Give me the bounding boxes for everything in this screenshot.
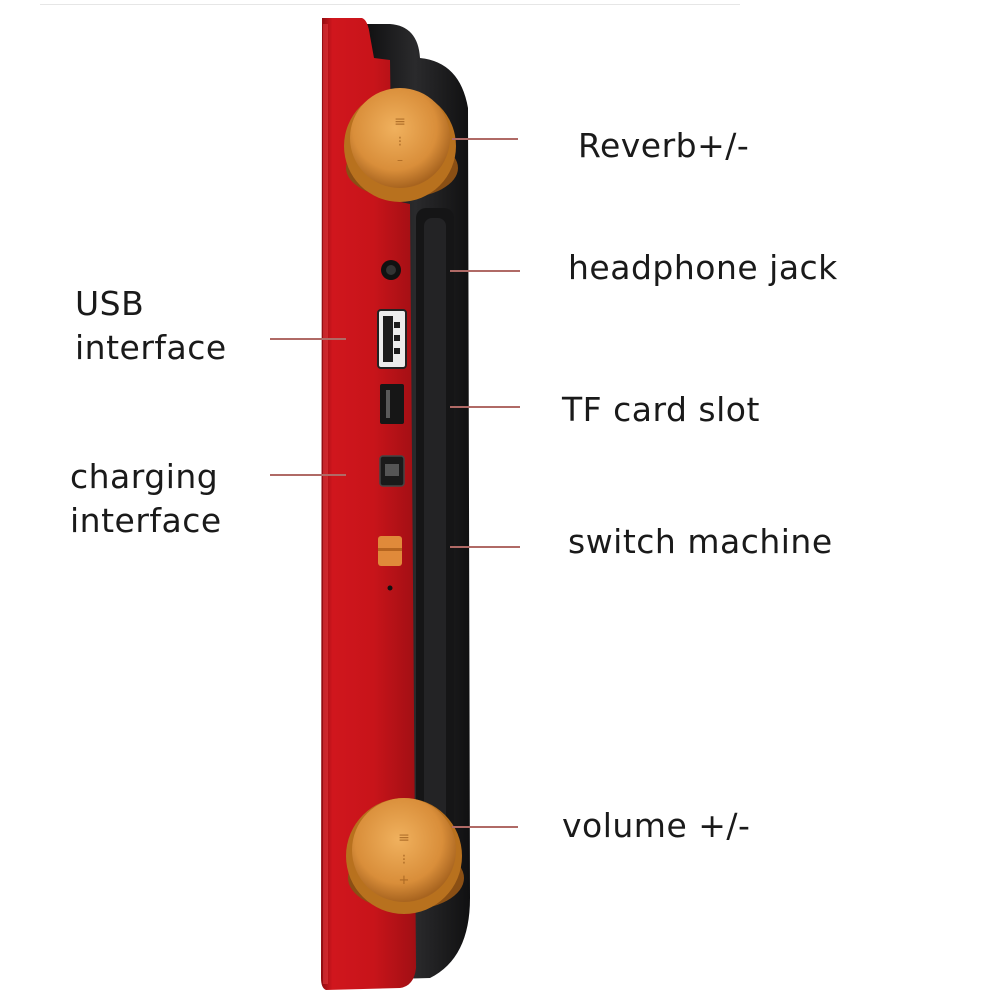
reverb-knob-icon: ≡ ⁝ – <box>344 88 458 202</box>
power-switch-icon <box>378 536 402 591</box>
top-divider <box>40 4 740 5</box>
leader-reverb <box>452 138 518 140</box>
usb-port-icon <box>377 309 407 369</box>
speaker-illustration: ≡ ⁝ – <box>321 18 470 990</box>
tf-slot-icon <box>380 384 404 424</box>
mini-usb-port-icon <box>379 455 405 487</box>
leader-usb <box>270 338 346 340</box>
svg-text:⁝: ⁝ <box>398 134 402 150</box>
label-charging-interface: charging interface <box>70 457 222 540</box>
leader-headphone <box>450 270 520 272</box>
label-switch-machine: switch machine <box>568 522 833 561</box>
label-reverb: Reverb+/- <box>578 126 750 165</box>
leader-volume <box>452 826 518 828</box>
leader-switch <box>450 546 520 548</box>
headphone-jack-icon <box>381 260 401 280</box>
svg-text:≡: ≡ <box>398 830 410 846</box>
leader-charging <box>270 474 346 476</box>
label-usb-interface: USB interface <box>75 284 227 367</box>
leader-tf <box>450 406 520 408</box>
label-tf-card-slot: TF card slot <box>562 390 760 429</box>
volume-knob-icon: ≡ ⁝ + <box>346 798 464 914</box>
speaker-side-view: ≡ ⁝ – <box>320 18 480 990</box>
svg-text:+: + <box>399 873 410 888</box>
svg-text:⁝: ⁝ <box>402 852 406 868</box>
svg-text:–: – <box>397 153 403 167</box>
label-volume: volume +/- <box>562 806 751 845</box>
label-headphone-jack: headphone jack <box>568 248 838 287</box>
front-edge-highlight <box>323 24 328 984</box>
svg-text:≡: ≡ <box>394 114 406 130</box>
